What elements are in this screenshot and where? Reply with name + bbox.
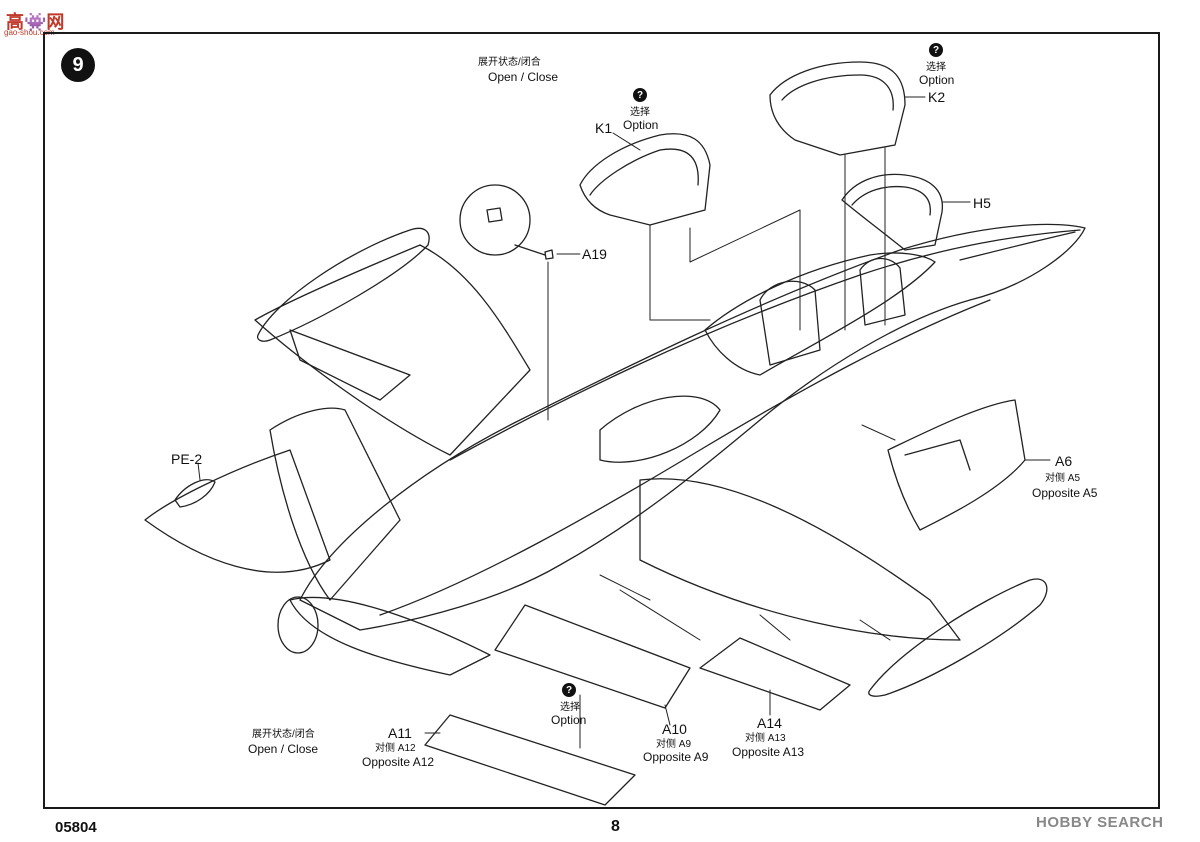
k1-option-en: Option — [623, 118, 659, 132]
part-a11-opposite-en: Opposite A12 — [362, 755, 435, 769]
part-a11-label: A11 — [388, 725, 412, 741]
a19-detail-balloon — [459, 184, 531, 256]
part-a6-opposite-cn: 对侧 A5 — [1045, 473, 1081, 484]
windshield-h5-drawing — [841, 173, 943, 251]
part-pe2-label: PE-2 — [171, 451, 203, 467]
door-a14-drawing — [699, 637, 851, 711]
part-a10-label: A10 — [662, 721, 687, 737]
model-code: 05804 — [55, 819, 97, 836]
fuselage-outline — [299, 223, 1086, 631]
part-a10-opposite-cn: 对侧 A9 — [656, 739, 692, 750]
site-logo: 高👾网 — [6, 12, 65, 32]
exhaust-nozzle — [277, 596, 319, 654]
page-frame — [43, 32, 1160, 809]
pe2-plate — [174, 479, 216, 508]
nose-panel — [959, 231, 1076, 261]
left-wing — [254, 244, 531, 456]
part-h5-label: H5 — [973, 195, 991, 211]
part-a10-opposite-en: Opposite A9 — [643, 750, 709, 764]
part-a6-label: A6 — [1055, 453, 1073, 469]
panel-a6-drawing — [887, 399, 1026, 531]
canopy-k1-drawing — [579, 133, 711, 226]
a10-option-cn: 选择 — [560, 702, 580, 713]
right-stabilizer — [289, 596, 491, 676]
vertical-fin — [269, 407, 401, 601]
door-a11-drawing — [424, 714, 636, 806]
open-close-label-en-bottom: Open / Close — [248, 742, 319, 756]
site-url: gao-shou.com — [4, 28, 55, 37]
leader-lines — [197, 96, 1051, 749]
left-flap — [289, 329, 411, 401]
left-stabilizer — [144, 449, 331, 573]
part-a6-opposite-en: Opposite A5 — [1032, 486, 1098, 500]
fuselage-spine — [449, 229, 1081, 461]
door-a10-drawing — [494, 604, 691, 709]
right-wing — [639, 478, 961, 641]
option-question-icon: ? — [633, 88, 647, 102]
part-a19-label: A19 — [582, 246, 607, 262]
option-question-icon: ? — [562, 683, 576, 697]
front-seat — [859, 257, 906, 326]
cockpit-opening — [704, 252, 936, 376]
part-k1-label: K1 — [595, 120, 613, 136]
watermark: HOBBY SEARCH — [1036, 814, 1164, 831]
canopy-k2-drawing — [769, 61, 906, 156]
open-close-label-cn-bottom: 展开状态/闭合 — [252, 729, 315, 740]
part-a11-opposite-cn: 对侧 A12 — [375, 743, 416, 754]
fuselage-belly — [379, 299, 991, 616]
part-k2-label: K2 — [928, 89, 946, 105]
intake — [599, 395, 721, 463]
k2-option-en: Option — [919, 73, 955, 87]
option-question-icon: ? — [929, 43, 943, 57]
page-number: 8 — [611, 818, 620, 835]
part-a14-opposite-en: Opposite A13 — [732, 745, 805, 759]
step-number-badge: 9 — [61, 48, 95, 82]
rear-seat — [759, 280, 821, 366]
left-tip-tank — [256, 227, 430, 342]
k1-option-cn: 选择 — [630, 107, 650, 118]
part-a14-opposite-cn: 对侧 A13 — [745, 733, 786, 744]
a10-option-en: Option — [551, 713, 587, 727]
k2-option-cn: 选择 — [926, 62, 946, 73]
open-close-label-cn-top: 展开状态/闭合 — [478, 57, 541, 68]
right-tip-tank — [868, 578, 1048, 697]
part-a14-label: A14 — [757, 715, 782, 731]
open-close-label-en-top: Open / Close — [488, 70, 559, 84]
